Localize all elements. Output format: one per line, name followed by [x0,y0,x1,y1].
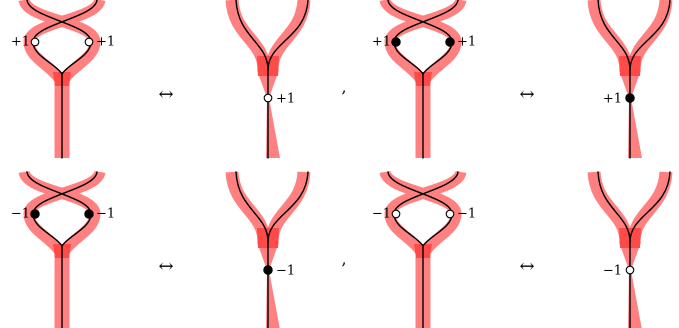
vertex-label: −1 [603,264,622,279]
separator-comma: , [341,250,346,269]
crossing-right-dot [445,37,455,47]
crossing-right-label: +1 [457,35,476,50]
crossing-left-dot [391,37,401,47]
band-ribbon [384,169,467,256]
strand [597,171,631,243]
equivalence-symbol: ↔ [158,256,173,277]
row-1-right-vertex: −1 [587,171,673,328]
separator-comma: , [341,78,346,97]
crossing-left-label: +1 [11,35,30,50]
equivalence-symbol: ↔ [519,256,534,277]
strand [629,0,671,71]
crossing-right-label: −1 [96,207,115,222]
row-0-right-crossing: +1 +1 [372,0,476,159]
band-ribbon [23,0,106,84]
vertex-label: +1 [276,92,295,107]
crossing-right-label: +1 [96,35,115,50]
strand [235,0,269,71]
band-ribbon [379,169,462,256]
crossing-right-dot [445,209,455,219]
crossing-left-dot [30,209,40,219]
strand [267,0,309,71]
band-ribbon [18,169,101,256]
crossing-right-dot [84,209,94,219]
strand [629,171,671,243]
vertex-label: +1 [603,92,622,107]
row-0-left-vertex: +1 [225,0,311,159]
vertex-dot [625,265,635,275]
strand [235,171,269,243]
vertex-dot [625,93,635,103]
crossing-left-label: +1 [372,35,391,50]
equivalence-symbol: ↔ [158,84,173,105]
crossing-right-label: −1 [457,207,476,222]
crossing-left-dot [391,209,401,219]
strand [597,0,631,71]
strand [267,171,309,243]
crossing-left-label: −1 [372,207,391,222]
crossing-right-dot [84,37,94,47]
row-1-right-crossing: −1 −1 [372,169,476,328]
crossing-left-dot [30,37,40,47]
vertex-label: −1 [276,264,295,279]
row-0-right-vertex: +1 [587,0,673,159]
row-1-left-vertex: −1 [225,171,311,328]
band-ribbon [384,0,467,84]
band-ribbon [379,0,462,84]
equivalence-symbol: ↔ [519,84,534,105]
band-ribbon [23,169,106,256]
row-0-left-crossing: +1 +1 [11,0,115,159]
band-ribbon [18,0,101,84]
crossing-left-label: −1 [11,207,30,222]
vertex-dot [263,265,273,275]
row-1-left-crossing: −1 −1 [11,169,115,328]
vertex-dot [263,93,273,103]
